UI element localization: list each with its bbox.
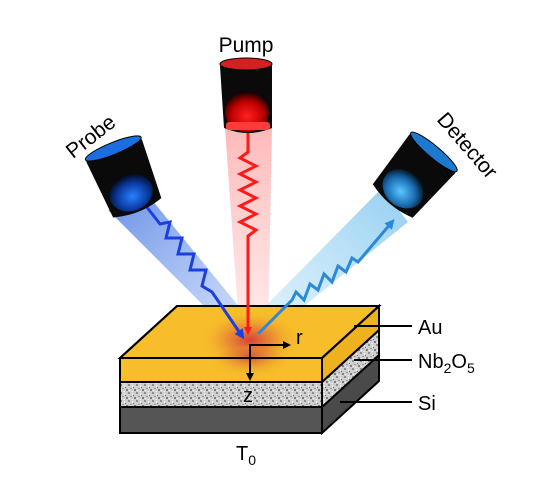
detector-source (372, 131, 458, 218)
detector-wave (256, 218, 395, 336)
radial-axis-label: r (296, 327, 303, 349)
probe-wave (144, 205, 245, 340)
si-layer-label: Si (418, 393, 436, 415)
si-layer-front (119, 406, 323, 434)
pump-label: Pump (219, 34, 274, 57)
depth-axis-label: z (243, 385, 253, 407)
sample-stack (117, 303, 382, 436)
oxide-layer-label: Nb2O5 (418, 351, 475, 376)
base-temperature-label: T0 (236, 443, 256, 468)
detector-beam-cone (240, 188, 408, 340)
pump-source (219, 57, 273, 133)
pump-wave (236, 132, 260, 335)
probe-source (84, 135, 162, 218)
coordinate-axes (246, 341, 291, 381)
au-layer-label: Au (418, 317, 442, 339)
oxide-layer-front (119, 381, 323, 408)
